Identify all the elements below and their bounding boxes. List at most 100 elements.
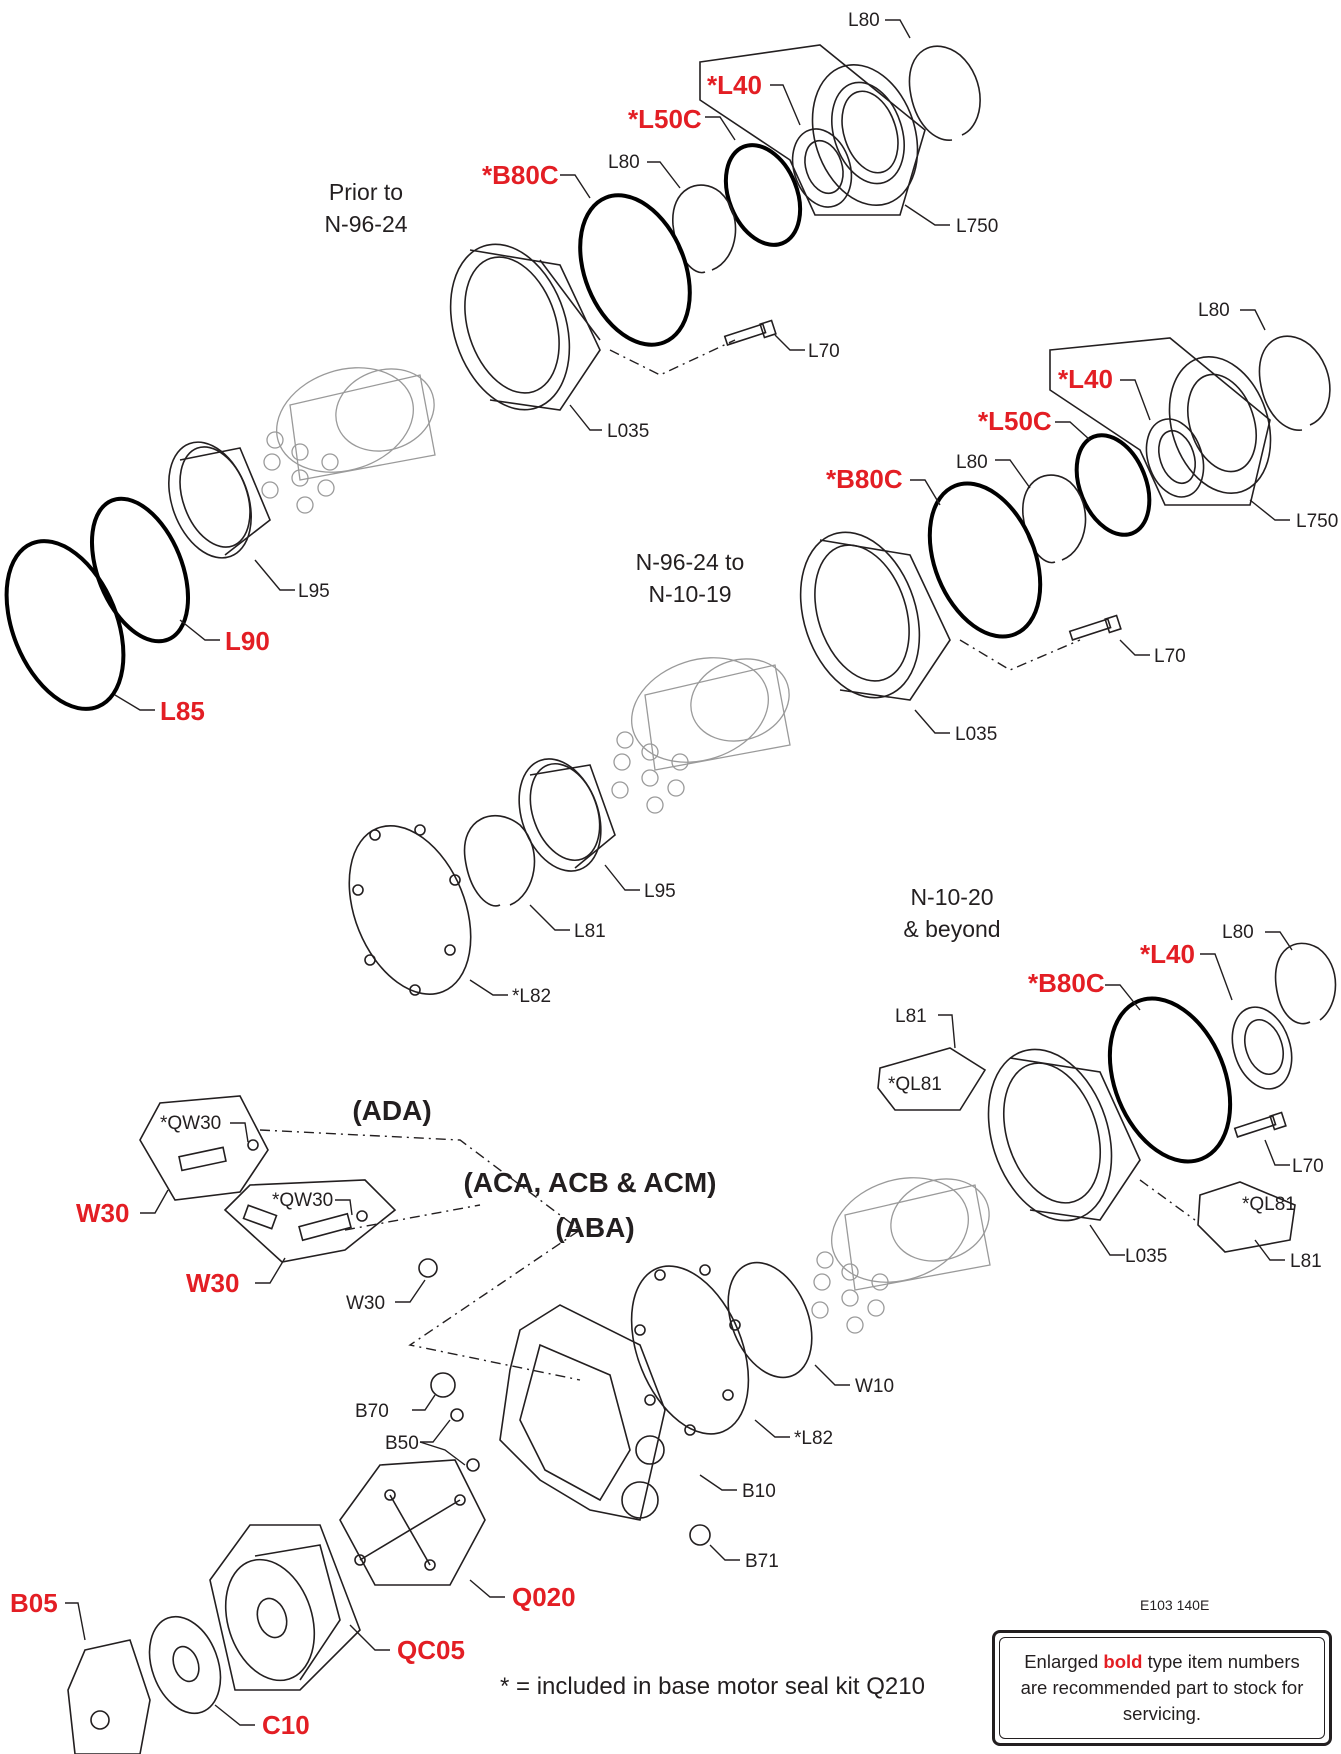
label-top-l85: L85 bbox=[160, 696, 205, 726]
label-low-b80c: *B80C bbox=[1028, 968, 1105, 998]
label-mid-l81: L81 bbox=[574, 921, 606, 942]
l035-housing-mid-part bbox=[799, 531, 951, 701]
qc05-block-part bbox=[224, 1544, 341, 1682]
label-qw30-a: *QW30 bbox=[160, 1113, 221, 1134]
l90-oring-part bbox=[89, 496, 191, 644]
l80-snap-ring-mid-part bbox=[1258, 335, 1331, 431]
label-mid-b80c: *B80C bbox=[826, 464, 903, 494]
w30-fitting-b-part bbox=[242, 1204, 368, 1242]
label-low-l80: L80 bbox=[1222, 922, 1254, 943]
motor-body-low bbox=[811, 1177, 991, 1334]
label-q020: Q020 bbox=[512, 1582, 576, 1612]
label-low-l40: *L40 bbox=[1140, 939, 1195, 969]
b80c-oring-mid-part bbox=[927, 481, 1043, 639]
b80c-oring-low-part bbox=[1107, 996, 1233, 1164]
era-late-line1: N-10-20 bbox=[910, 884, 993, 910]
l70-bolt-part bbox=[723, 319, 777, 346]
era-labels: Prior to N-96-24 N-96-24 to N-10-19 N-10… bbox=[324, 179, 1000, 942]
label-b70: B70 bbox=[355, 1401, 389, 1422]
l95-ring-mid-part bbox=[518, 758, 616, 872]
seal-carrier-part bbox=[811, 64, 919, 206]
l80-snap-ring-part bbox=[908, 45, 981, 141]
l035-housing-part bbox=[449, 243, 601, 411]
label-top-l80-a: L80 bbox=[848, 10, 880, 31]
label-low-l81-b: L81 bbox=[1290, 1251, 1322, 1272]
l85-oring-part bbox=[4, 539, 126, 711]
seal-carrier-part-mid bbox=[1168, 355, 1272, 495]
label-top-l035: L035 bbox=[607, 421, 649, 442]
ql81-kit-outline-a bbox=[877, 1047, 987, 1111]
l40-seal-part bbox=[791, 128, 853, 208]
era-late-line2: & beyond bbox=[903, 916, 1000, 942]
qw30-kit-outline-a bbox=[139, 1095, 269, 1201]
label-mid-l750: L750 bbox=[1296, 511, 1338, 532]
group-aca-acb-acm: (ACA, ACB & ACM) bbox=[464, 1167, 717, 1198]
group-labels: (ADA) (ACA, ACB & ACM) (ABA) bbox=[352, 1095, 716, 1243]
label-mid-l40: *L40 bbox=[1058, 364, 1113, 394]
era-prior-line1: Prior to bbox=[329, 179, 403, 205]
l035-housing-low-part bbox=[987, 1048, 1141, 1222]
l50c-oring-part bbox=[723, 143, 803, 247]
b70-plug-part bbox=[430, 1372, 456, 1398]
label-top-b80c: *B80C bbox=[482, 160, 559, 190]
c10-plate-part bbox=[148, 1615, 222, 1715]
motor-body-mid bbox=[611, 657, 791, 814]
l82-gasket-low-part bbox=[630, 1264, 750, 1436]
b50-plug-part bbox=[450, 1408, 480, 1472]
label-top-l90: L90 bbox=[225, 626, 270, 656]
footnote-text: * = included in base motor seal kit Q210 bbox=[500, 1673, 925, 1700]
label-w10: W10 bbox=[855, 1376, 894, 1397]
motor-body-top bbox=[261, 367, 436, 514]
label-low-l035: L035 bbox=[1125, 1246, 1167, 1267]
label-mid-l035: L035 bbox=[955, 724, 997, 745]
label-mid-l50c: *L50C bbox=[978, 406, 1052, 436]
label-b10: B10 bbox=[742, 1481, 776, 1502]
label-top-l750: L750 bbox=[956, 216, 998, 237]
legend-suffix: type item numbers are recommended part t… bbox=[1020, 1651, 1304, 1724]
l82-gasket-mid-part bbox=[348, 824, 472, 996]
label-b71: B71 bbox=[745, 1551, 779, 1572]
group-ada: (ADA) bbox=[352, 1095, 431, 1126]
label-mid-l80-a: L80 bbox=[1198, 300, 1230, 321]
rear-section bbox=[67, 1095, 711, 1754]
b71-plug-part bbox=[689, 1524, 711, 1546]
label-top-l50c: *L50C bbox=[628, 104, 702, 134]
l81-snap-ring-mid-part bbox=[463, 815, 536, 907]
label-l82-low: *L82 bbox=[794, 1428, 833, 1449]
legend-text: Enlarged bold type item numbers are reco… bbox=[999, 1637, 1325, 1739]
part-labels: L80 *L40 *L50C L80 *B80C L750 L70 L035 L… bbox=[10, 10, 1338, 1740]
l40-seal-low-part bbox=[1231, 1006, 1293, 1090]
l80-snap-ring-b-part bbox=[672, 184, 737, 274]
b80c-oring-part bbox=[578, 193, 692, 347]
label-b50: B50 bbox=[385, 1433, 419, 1454]
b05-endcap-part bbox=[67, 1639, 151, 1754]
group-aba: (ABA) bbox=[555, 1212, 634, 1243]
label-top-l70: L70 bbox=[808, 341, 840, 362]
label-top-l80-b: L80 bbox=[608, 152, 640, 173]
assembly-prior-n-96-24 bbox=[4, 44, 981, 711]
legend-bold-word: bold bbox=[1103, 1651, 1143, 1672]
l95-ring-part bbox=[168, 441, 271, 559]
l70-bolt-mid-part bbox=[1068, 614, 1122, 641]
label-mid-l95: L95 bbox=[644, 881, 676, 902]
label-b05: B05 bbox=[10, 1588, 58, 1618]
w10-oring-part bbox=[727, 1261, 813, 1379]
leader-lines bbox=[65, 19, 1293, 1726]
label-qw30-b: *QW30 bbox=[272, 1190, 333, 1211]
label-w30-b: W30 bbox=[186, 1268, 239, 1298]
assembly-n-96-24-to-n-10-19 bbox=[348, 335, 1331, 996]
legend-box: Enlarged bold type item numbers are reco… bbox=[992, 1630, 1332, 1746]
label-c10: C10 bbox=[262, 1710, 310, 1740]
l750-kit-outline-mid bbox=[1049, 337, 1271, 506]
q020-kit-outline bbox=[339, 1459, 486, 1586]
label-mid-l70: L70 bbox=[1154, 646, 1186, 667]
era-mid-line1: N-96-24 to bbox=[636, 549, 745, 575]
label-low-ql81-b: *QL81 bbox=[1242, 1194, 1296, 1215]
l80-snap-ring-mid-b-part bbox=[1022, 474, 1087, 564]
ql81-kit-outline-b bbox=[1197, 1181, 1296, 1253]
qc05-kit-outline bbox=[209, 1524, 361, 1691]
label-low-l70: L70 bbox=[1292, 1156, 1324, 1177]
document-code: E103 140E bbox=[1140, 1597, 1209, 1613]
label-mid-l82: *L82 bbox=[512, 986, 551, 1007]
